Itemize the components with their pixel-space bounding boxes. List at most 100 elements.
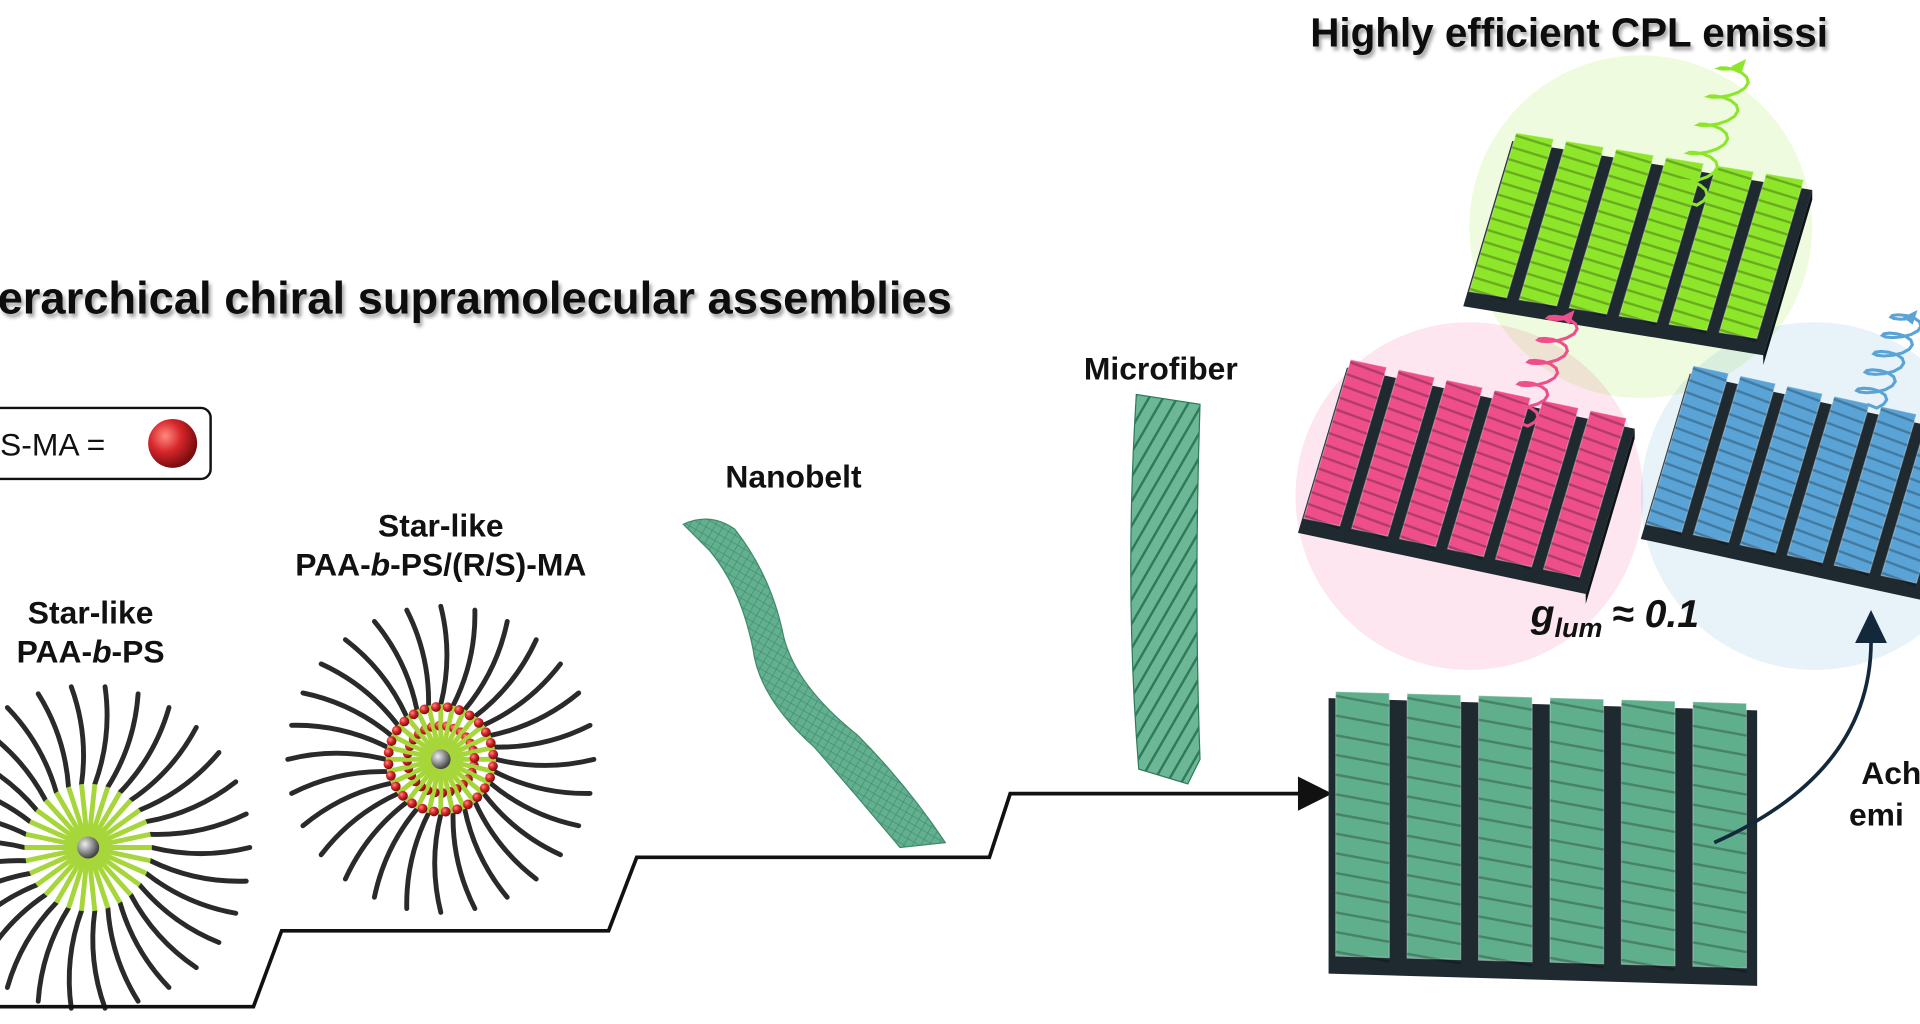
fiber-twist xyxy=(1674,426,1710,442)
fiber-twist xyxy=(1387,406,1423,422)
fiber-twist xyxy=(1692,744,1747,757)
fiber-twist xyxy=(1549,700,1604,714)
fiber-twist xyxy=(1480,252,1517,266)
fiber-twist xyxy=(1848,514,1884,530)
fiber-twist xyxy=(1478,797,1533,810)
fiber-twist xyxy=(1352,524,1388,540)
fiber-twist xyxy=(1478,757,1533,771)
fiber-twist xyxy=(1526,272,1564,286)
fiber-twist xyxy=(1335,852,1390,865)
fiber-twist xyxy=(1478,738,1533,751)
fiber-twist xyxy=(1549,818,1604,832)
side-label-line2: emi xyxy=(1849,796,1904,832)
fiber-twist xyxy=(1335,753,1390,766)
fiber-twist xyxy=(1692,842,1747,855)
microfiber-shape xyxy=(1130,393,1201,785)
fiber-twist xyxy=(1798,515,1833,531)
fiber-twist xyxy=(1715,166,1752,181)
fiber-twist xyxy=(1881,571,1917,587)
fiber-twist xyxy=(1478,836,1533,849)
fiber-twist xyxy=(1519,295,1557,310)
core-sphere xyxy=(431,749,451,770)
blue-cpl-film xyxy=(1640,364,1920,600)
fiber-twist xyxy=(1534,425,1570,441)
fiber-twist xyxy=(1801,504,1837,519)
fiber-twist xyxy=(1822,433,1858,449)
fiber-twist xyxy=(1653,497,1689,512)
ps-chain xyxy=(35,691,71,790)
fiber-twist xyxy=(1786,387,1821,403)
ma-sphere xyxy=(480,727,491,738)
fiber-twist xyxy=(1547,553,1583,569)
ps-chain xyxy=(137,882,222,945)
ma-sphere xyxy=(431,702,441,712)
fiber-twist xyxy=(1880,407,1915,423)
fiber-twist xyxy=(1575,459,1611,475)
ps-chain xyxy=(4,705,59,795)
fiber-twist xyxy=(1307,502,1343,518)
fiber-twist xyxy=(1647,217,1685,232)
stage2-label-line2: PAA-b-PS/(R/S)-MA xyxy=(295,547,586,583)
ps-chain xyxy=(105,905,141,1004)
cpl-helix xyxy=(1505,314,1579,428)
fiber-twist xyxy=(1700,507,1736,523)
fiber-twist xyxy=(1873,431,1908,447)
fiber-twist xyxy=(1530,260,1567,274)
fiber-twist xyxy=(1723,316,1760,331)
fiber-twist xyxy=(1859,478,1894,494)
fiber-twist xyxy=(1707,483,1743,499)
ps-chain xyxy=(0,821,29,837)
fiber-row xyxy=(1739,385,1824,554)
fiber-twist xyxy=(1726,304,1764,319)
fiber-twist xyxy=(1601,197,1638,212)
fiber-twist xyxy=(1833,397,1868,413)
fiber-twist xyxy=(1768,446,1804,462)
fiber-twist xyxy=(1812,468,1847,484)
pink-cpl-film xyxy=(1297,358,1635,604)
fiber-twist xyxy=(1794,527,1830,543)
fiber-twist xyxy=(1335,891,1390,904)
fiber-twist xyxy=(1478,954,1533,967)
fiber-twist xyxy=(1758,198,1795,213)
stage2-label-line1: Star-like xyxy=(378,507,504,543)
fiber-twist xyxy=(1590,233,1628,247)
fiber-twist xyxy=(1565,142,1602,156)
fiber-twist xyxy=(1335,773,1390,786)
fiber-twist xyxy=(1692,941,1747,954)
fiber-twist xyxy=(1473,275,1510,290)
cpl-helix xyxy=(1854,313,1920,410)
fiber-twist xyxy=(1619,312,1657,326)
fiber-twist xyxy=(1621,919,1676,932)
fiber-twist xyxy=(1335,734,1390,747)
fiber-twist xyxy=(1711,178,1749,193)
fiber-twist xyxy=(1761,186,1799,201)
fiber-twist xyxy=(1658,182,1695,196)
fiber-twist xyxy=(1587,245,1624,259)
fiber-twist xyxy=(1775,422,1811,438)
nanobelt-shape xyxy=(682,518,947,849)
fiber-twist xyxy=(1829,409,1865,425)
fiber-twist xyxy=(1478,816,1533,830)
fiber-twist xyxy=(1478,934,1533,948)
fiber-twist xyxy=(1494,205,1531,219)
fiber-twist xyxy=(1578,447,1615,463)
fiber-twist xyxy=(1501,181,1538,195)
fiber-twist xyxy=(1621,899,1676,912)
ps-chain xyxy=(149,845,253,857)
ps-chain xyxy=(137,750,222,813)
fiber-row xyxy=(1645,364,1730,533)
fiber-twist xyxy=(1458,509,1494,525)
fiber-twist xyxy=(1640,241,1678,255)
fiber-twist xyxy=(1583,256,1621,271)
fiber-twist xyxy=(1311,490,1347,506)
fiber-twist xyxy=(1549,720,1604,733)
fiber-row xyxy=(1446,389,1532,558)
fiber-twist xyxy=(1678,414,1713,430)
ps-chain xyxy=(117,900,172,990)
fiber-twist xyxy=(1335,950,1390,963)
fiber-twist xyxy=(1725,424,1760,440)
fiber-twist xyxy=(1406,854,1461,867)
fiber-twist xyxy=(1568,482,1604,498)
fiber-twist xyxy=(1697,225,1735,240)
fiber-twist xyxy=(1688,378,1724,394)
